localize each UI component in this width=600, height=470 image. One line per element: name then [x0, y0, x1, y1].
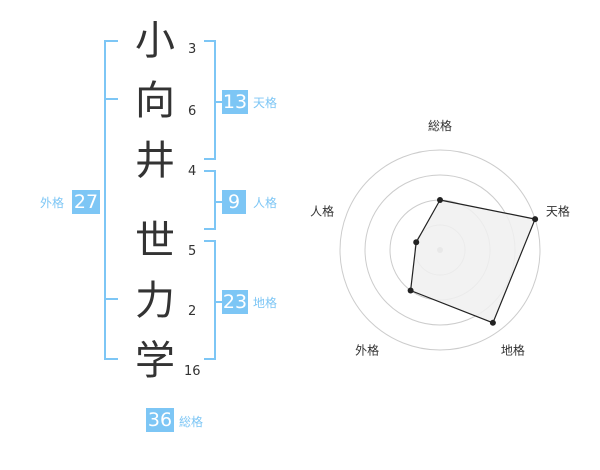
name-char-4: 世 — [135, 218, 175, 264]
radar-axis-label-2: 天格 — [546, 204, 570, 219]
stroke-count-2: 6 — [188, 104, 197, 119]
chikaku-bracket-top — [204, 240, 216, 242]
radar-polygon — [409, 199, 536, 324]
gaikaku-bracket-vertical — [104, 40, 106, 360]
radar-axis-label-4: 外格 — [355, 342, 379, 357]
stroke-count-3: 4 — [188, 164, 197, 179]
chikaku-bracket-arm — [214, 301, 222, 303]
stroke-count-5: 2 — [188, 304, 197, 319]
radar-point-1 — [437, 197, 443, 203]
stroke-count-6: 16 — [184, 364, 201, 379]
chikaku-bracket-bottom — [204, 358, 216, 360]
jinkaku-bracket-bottom — [204, 228, 216, 230]
jinkaku-bracket-top — [204, 170, 216, 172]
soukaku-badge: 36 — [146, 408, 174, 432]
tenkaku-bracket-top — [204, 40, 216, 42]
radar-point-4 — [407, 287, 414, 294]
tenkaku-bracket-bottom — [204, 158, 216, 160]
stroke-count-1: 3 — [188, 42, 197, 57]
gaikaku-bracket-top — [104, 40, 118, 42]
gaikaku-bracket-bottom — [104, 358, 118, 360]
jinkaku-bracket-vertical — [214, 170, 216, 230]
gaikaku-bracket-tick-1 — [104, 98, 118, 100]
jinkaku-bracket-arm — [214, 201, 222, 203]
tenkaku-badge: 13 — [222, 90, 248, 114]
name-char-3: 井 — [135, 138, 175, 184]
chikaku-bracket-vertical — [214, 240, 216, 360]
radar-axis-label-5: 人格 — [310, 204, 334, 219]
gaikaku-badge: 27 — [72, 190, 100, 214]
chikaku-label: 地格 — [253, 296, 278, 310]
radar-point-3 — [489, 319, 496, 326]
jinkaku-badge: 9 — [222, 190, 246, 214]
stroke-count-4: 5 — [188, 244, 197, 259]
name-char-5: 力 — [135, 278, 175, 324]
jinkaku-label: 人格 — [253, 196, 278, 210]
radar-point-2 — [532, 216, 539, 223]
name-char-2: 向 — [135, 78, 175, 124]
tenkaku-label: 天格 — [253, 96, 278, 110]
radar-axis-label-1: 総格 — [428, 118, 452, 133]
tenkaku-bracket-vertical — [214, 40, 216, 160]
tenkaku-bracket-arm — [214, 101, 222, 103]
radar-ring-4 — [339, 149, 541, 351]
radar-point-5 — [413, 239, 420, 246]
name-char-6: 学 — [135, 338, 175, 384]
radar-axis-label-3: 地格 — [501, 342, 525, 357]
chikaku-badge: 23 — [222, 290, 248, 314]
soukaku-label: 総格 — [179, 415, 204, 429]
name-char-1: 小 — [135, 18, 175, 64]
gaikaku-bracket-tick-2 — [104, 298, 118, 300]
gaikaku-label: 外格 — [40, 196, 65, 210]
